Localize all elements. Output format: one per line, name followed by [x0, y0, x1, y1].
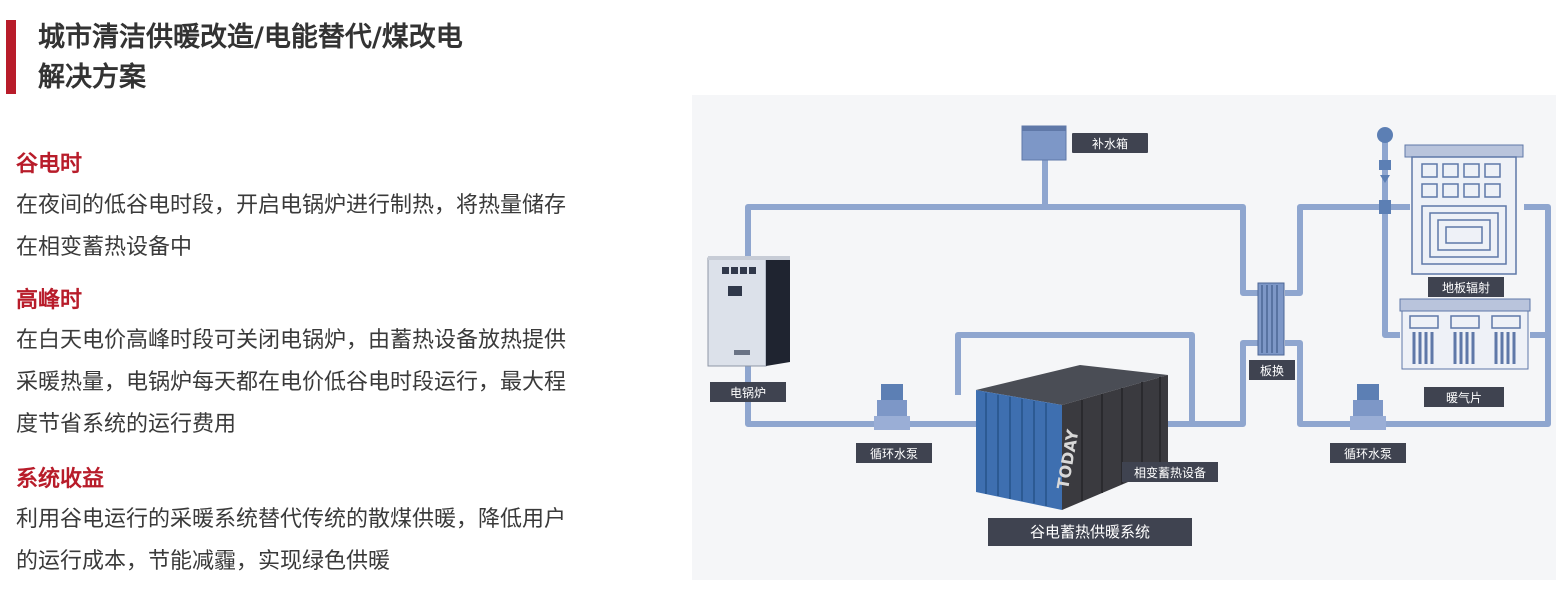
pump-left-icon — [874, 384, 910, 430]
pipe-storage-loop — [955, 332, 1195, 424]
svg-text:暖气片: 暖气片 — [1446, 390, 1482, 405]
pipe-network — [745, 135, 1551, 427]
section-heading-benefit: 系统收益 — [16, 467, 105, 492]
text-line: 度节省系统的运行费用 — [16, 412, 237, 437]
svg-text:谷电蓄热供暖系统: 谷电蓄热供暖系统 — [1030, 523, 1150, 541]
page-title: 城市清洁供暖改造/电能替代/煤改电 解决方案 — [38, 18, 463, 98]
boiler-icon — [707, 256, 790, 367]
text-line: 在夜间的低谷电时段，开启电锅炉进行制热，将热量储存 — [16, 193, 567, 218]
radiator-icon — [1399, 298, 1531, 370]
svg-text:补水箱: 补水箱 — [1092, 136, 1128, 151]
svg-text:板换: 板换 — [1260, 364, 1284, 378]
makeup-tank-lid — [1022, 126, 1066, 131]
text-line: 在白天电价高峰时段可关闭电锅炉，由蓄热设备放热提供 — [16, 328, 567, 353]
section-text-peak: 在白天电价高峰时段可关闭电锅炉，由蓄热设备放热提供 采暖热量，电锅炉每天都在电价… — [16, 320, 646, 446]
pipe-return-bottom — [745, 340, 1270, 427]
label-boiler: 电锅炉 — [710, 382, 786, 402]
title-line-1: 城市清洁供暖改造/电能替代/煤改电 — [38, 22, 463, 53]
svg-text:循环水泵: 循环水泵 — [870, 447, 918, 461]
label-floor-heating: 地板辐射 — [1428, 277, 1504, 297]
text-line: 利用谷电运行的采暖系统替代传统的散煤供暖，降低用户 — [16, 507, 567, 532]
plate-exchanger-icon — [1257, 282, 1285, 356]
label-storage: 相变蓄热设备 — [1122, 462, 1218, 482]
valve-icon — [1377, 127, 1393, 214]
svg-text:电锅炉: 电锅炉 — [730, 385, 766, 400]
pipe-secondary-return — [1285, 204, 1551, 427]
text-line: 在相变蓄热设备中 — [16, 235, 193, 260]
makeup-tank-icon — [1021, 125, 1067, 161]
title-accent-bar — [6, 20, 16, 94]
svg-text:地板辐射: 地板辐射 — [1442, 280, 1490, 295]
label-radiator: 暖气片 — [1424, 387, 1504, 407]
label-exchanger: 板换 — [1249, 360, 1295, 380]
pipe-radiator-in — [1382, 207, 1400, 338]
label-system: 谷电蓄热供暖系统 — [988, 518, 1192, 546]
label-pump-right: 循环水泵 — [1330, 443, 1406, 463]
section-text-valley: 在夜间的低谷电时段，开启电锅炉进行制热，将热量储存 在相变蓄热设备中 — [16, 185, 646, 269]
section-text-benefit: 利用谷电运行的采暖系统替代传统的散煤供暖，降低用户 的运行成本，节能减霾，实现绿… — [16, 499, 646, 583]
pump-right-icon — [1350, 384, 1386, 430]
pipe-supply-top — [745, 204, 1270, 296]
text-line: 采暖热量，电锅炉每天都在电价低谷电时段运行，最大程 — [16, 370, 567, 395]
section-heading-valley: 谷电时 — [16, 152, 83, 177]
label-makeup-tank: 补水箱 — [1072, 133, 1148, 153]
svg-text:相变蓄热设备: 相变蓄热设备 — [1134, 465, 1206, 480]
title-line-2: 解决方案 — [38, 62, 146, 93]
label-pump-left: 循环水泵 — [856, 443, 932, 463]
heating-system-diagram: 补水箱 电锅炉 循环水泵 — [692, 95, 1556, 580]
section-heading-peak: 高峰时 — [16, 288, 83, 313]
text-line: 的运行成本，节能减霾，实现绿色供暖 — [16, 549, 391, 574]
svg-text:循环水泵: 循环水泵 — [1344, 447, 1392, 461]
building-floor-heating-icon — [1404, 144, 1524, 275]
